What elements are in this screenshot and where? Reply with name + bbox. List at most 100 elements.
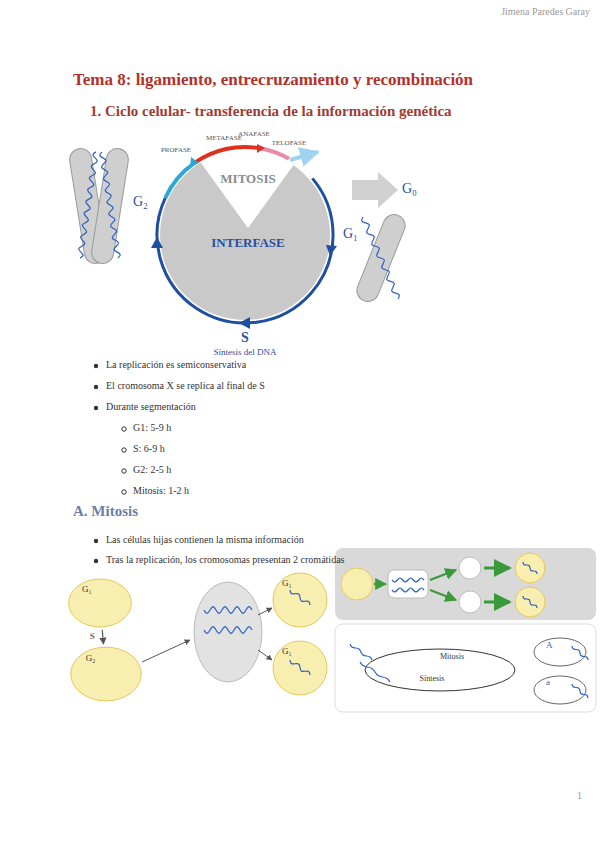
- cell-outline: [68, 578, 132, 628]
- bullet-text-box: Durante segmentación: [106, 401, 196, 413]
- dna-strand: [392, 578, 424, 582]
- phase-label-box: G₂: [133, 194, 148, 210]
- phase-label-box: PROFASE: [161, 146, 191, 154]
- phase-label: G₀: [402, 181, 417, 196]
- sub-bullet-text: Mitosis: 1-2 h: [133, 485, 189, 496]
- bullet-text: Durante segmentación: [106, 401, 196, 412]
- dna-strand: [79, 152, 98, 258]
- phase-label: Síntesis: [420, 674, 445, 683]
- phase-label-box: Mitosis: [440, 652, 464, 661]
- dna-strand: [79, 152, 588, 698]
- replication-panel: [430, 590, 456, 600]
- replication-panel: [484, 567, 510, 570]
- bullet-marker: [94, 406, 98, 410]
- bullet-text: Las células hijas contienen la misma inf…: [106, 534, 304, 545]
- phase-label: G₁: [343, 226, 358, 241]
- phase-caption-box: Síntesis del DNA: [214, 347, 277, 357]
- cell-cycle-wheel: [290, 152, 318, 160]
- replication-panel: [430, 570, 456, 580]
- chromosome-drawing: [90, 147, 130, 265]
- phase-label: G₂: [133, 194, 148, 209]
- mitosis-cells: [142, 573, 327, 695]
- replication-panel: [459, 591, 481, 613]
- cell-cycle-wheel: [260, 148, 289, 159]
- cell-label-box: G₁: [282, 646, 292, 656]
- phase-label: PROFASE: [161, 146, 191, 154]
- subsection-heading: A. Mitosis: [73, 503, 138, 519]
- cell-label: G₁: [82, 585, 92, 595]
- cell-label: G₁: [282, 578, 292, 588]
- cell-cycle-wheel: [165, 163, 194, 198]
- bullet-marker: [94, 559, 98, 563]
- bullet-marker: [122, 490, 126, 494]
- cell-cycle-wheel: [190, 157, 199, 167]
- dna-strand: [523, 596, 537, 608]
- edge-label: S: [90, 631, 95, 641]
- cell-label: G₂: [86, 654, 96, 664]
- mitosis-cells: [258, 650, 272, 660]
- phase-label-box: S: [241, 330, 249, 346]
- cell-cycle-wheel: [195, 147, 261, 163]
- allele-label: A: [546, 640, 553, 650]
- dna-strand: [572, 646, 588, 660]
- phase-label-box: G₀: [402, 181, 417, 197]
- phase-label-box: METAFASE: [206, 134, 242, 142]
- cycle-sketch-panel: [534, 638, 586, 666]
- cycle-arrow: [102, 630, 103, 644]
- phase-label: S: [241, 330, 249, 345]
- phase-label-box: ANAFASE: [238, 130, 270, 138]
- replication-panel: [374, 583, 386, 585]
- cell-outline: [70, 646, 142, 702]
- cell-cycle-wheel: [239, 317, 250, 329]
- cell-cycle-wheel: [157, 178, 333, 323]
- dna-strand: [360, 662, 390, 682]
- dna-strand: [572, 684, 588, 698]
- edge-label-box: S: [89, 631, 96, 641]
- bullet-text: La replicación es semiconservativa: [106, 359, 246, 370]
- replication-panel: [341, 568, 373, 600]
- bullet-text: El cromosoma X se replica al final de S: [106, 380, 265, 391]
- phase-label-box: Síntesis: [420, 674, 445, 683]
- mitosis-cells: [273, 641, 327, 695]
- bullet-marker: [122, 427, 126, 431]
- sub-bullet-text: G1: 5-9 h: [133, 422, 171, 433]
- chromosome-drawing: [68, 147, 408, 305]
- sub-bullet-text-box: G1: 5-9 h: [133, 422, 171, 434]
- bullet-text-box: El cromosoma X se replica al final de S: [106, 380, 265, 392]
- mitosis-cells: [194, 582, 262, 682]
- page-number: 1: [577, 790, 582, 801]
- bullet-text: Tras la replicación, los cromosomas pres…: [106, 554, 344, 565]
- dna-strand: [392, 588, 424, 592]
- allele-label: a: [546, 677, 550, 687]
- mitosis-cells: [142, 640, 190, 662]
- cell-cycle-wheel: [151, 237, 163, 248]
- bullet-text-box: La replicación es semiconservativa: [106, 359, 246, 371]
- sub-bullet-text: S: 6-9 h: [133, 443, 165, 454]
- phase-label: ANAFASE: [238, 130, 270, 138]
- mitosis-cells: [273, 573, 327, 627]
- phase-label: TELOFASE: [272, 139, 306, 147]
- cell-cycle-wheel: [257, 144, 265, 153]
- dna-strand: [362, 217, 400, 299]
- bullet-marker: [94, 385, 98, 389]
- bullet-marker: [94, 364, 98, 368]
- phase-label-box: TELOFASE: [272, 139, 306, 147]
- cell-node: G₂: [70, 646, 142, 702]
- cell-cycle-wheel: [326, 245, 337, 256]
- header-author: Jimena Paredes Garay: [501, 6, 590, 17]
- subsection-heading-box: A. Mitosis: [73, 503, 138, 520]
- phase-label: METAFASE: [206, 134, 242, 142]
- cycle-sketch-panel: [534, 676, 586, 704]
- dna-strand: [204, 627, 252, 634]
- sub-bullet-text-box: G2: 2-5 h: [133, 464, 171, 476]
- dna-strand: [523, 562, 537, 574]
- page-title: Tema 8: ligamiento, entrecruzamiento y r…: [73, 70, 473, 90]
- replication-panel: [459, 557, 481, 579]
- mitosis-cells: [258, 608, 272, 615]
- cycle-sketch-panel: [335, 624, 596, 712]
- cell-cycle-wheel: [160, 150, 330, 320]
- stage-label-box: MITOSIS: [220, 172, 275, 187]
- cycle-sketch-panel: [335, 624, 596, 712]
